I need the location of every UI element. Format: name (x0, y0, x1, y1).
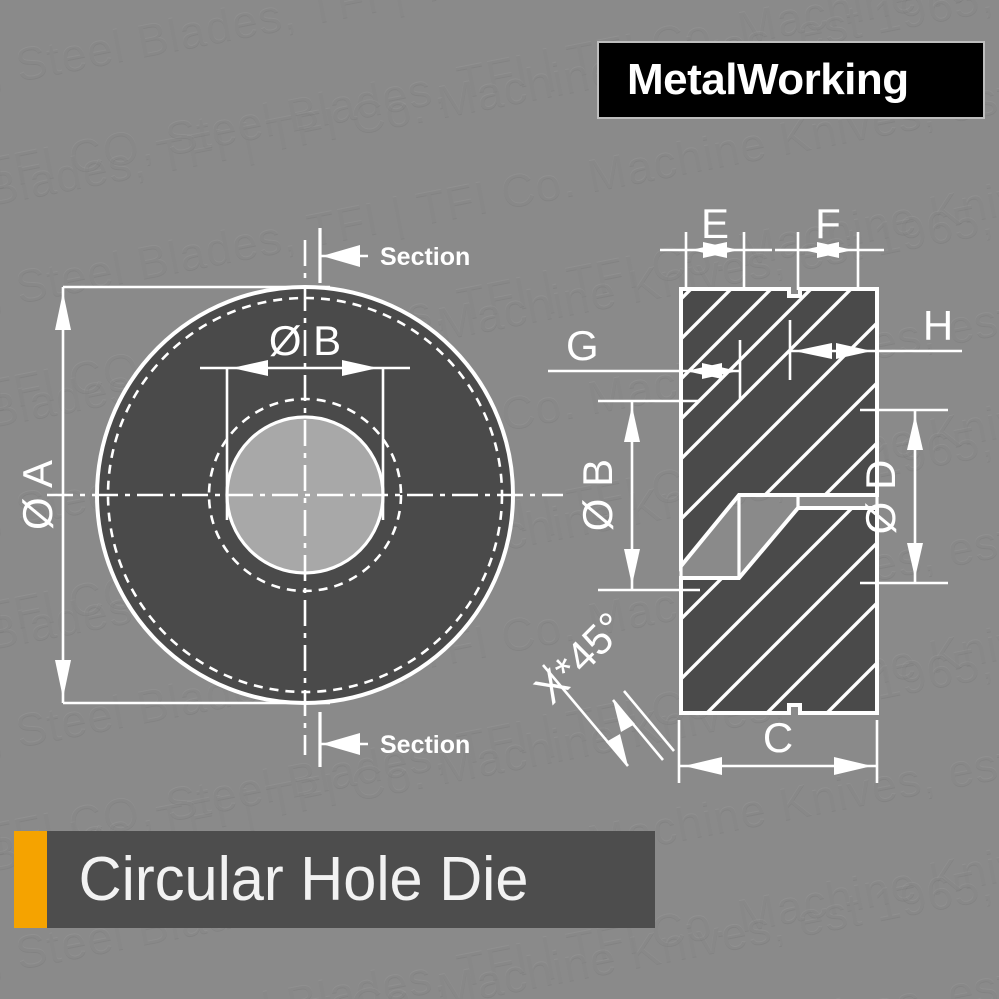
dimension-diameter-b-front: Ø B (200, 317, 410, 520)
dim-g-arrow-right (702, 363, 738, 379)
dim-d-arrow-bottom (907, 543, 923, 578)
dim-a-arrow-bottom (55, 660, 71, 698)
chamfer-arrow-2 (613, 700, 635, 732)
chamfer-leader-c (623, 690, 675, 752)
section-view: E F G (525, 200, 962, 783)
dim-b2-arrow-top (624, 406, 640, 442)
section-upper-body (681, 289, 877, 566)
section-bottom-arrow (322, 733, 360, 755)
chamfer-callout: X*45° (525, 603, 675, 767)
dimension-e: E (660, 200, 772, 290)
section-lower-outline (679, 506, 879, 715)
dim-b2-arrow-bottom (624, 549, 640, 585)
front-view: Ø A Ø B Section (14, 228, 563, 767)
dimension-g: G (548, 322, 742, 400)
dimension-c: C (677, 714, 879, 783)
section-lower-body (681, 508, 877, 713)
dim-h-arrow-left (794, 343, 832, 359)
dim-g-label: G (566, 322, 599, 369)
dim-c-label: C (763, 714, 793, 761)
dimension-diameter-d: Ø D (857, 408, 948, 585)
title-banner: Circular Hole Die (14, 831, 655, 928)
section-marker-bottom: Section (318, 712, 470, 767)
dim-c-arrow-left (684, 757, 722, 775)
dimension-diameter-b-section: Ø B (574, 399, 700, 592)
dim-b-arrow-left (232, 360, 268, 376)
dim-f-label: F (815, 200, 841, 247)
dim-d-label: Ø D (857, 460, 904, 535)
section-marker-top: Section (318, 228, 470, 283)
section-label-bottom: Section (380, 731, 470, 759)
dimension-diameter-a: Ø A (14, 285, 330, 705)
dim-h-arrow-right (836, 343, 872, 359)
dim-b-label: Ø B (269, 317, 341, 364)
title-accent-block (14, 831, 47, 928)
section-top-arrow (322, 245, 360, 267)
chamfer-arrow (606, 734, 628, 766)
brand-title: MetalWorking (627, 55, 909, 104)
dim-h-label: H (923, 302, 953, 349)
dim-a-arrow-top (55, 292, 71, 330)
chamfer-label: X*45° (525, 603, 635, 713)
dim-e-label: E (701, 200, 729, 247)
dimension-f: F (775, 200, 884, 290)
dim-b2-label: Ø B (574, 459, 621, 531)
dim-f-arrow-right (817, 242, 853, 258)
part-title: Circular Hole Die (78, 844, 529, 914)
dimension-h: H (788, 302, 962, 380)
dim-d-arrow-top (907, 415, 923, 450)
dim-a-label: Ø A (14, 460, 61, 530)
title-bar: Circular Hole Die (47, 831, 655, 928)
dim-e-arrow-right (703, 242, 739, 258)
section-label-top: Section (380, 243, 470, 271)
dim-c-arrow-right (834, 757, 872, 775)
section-upper-outline (679, 287, 879, 572)
dim-b-arrow-right (342, 360, 378, 376)
brand-banner: MetalWorking (597, 41, 985, 119)
